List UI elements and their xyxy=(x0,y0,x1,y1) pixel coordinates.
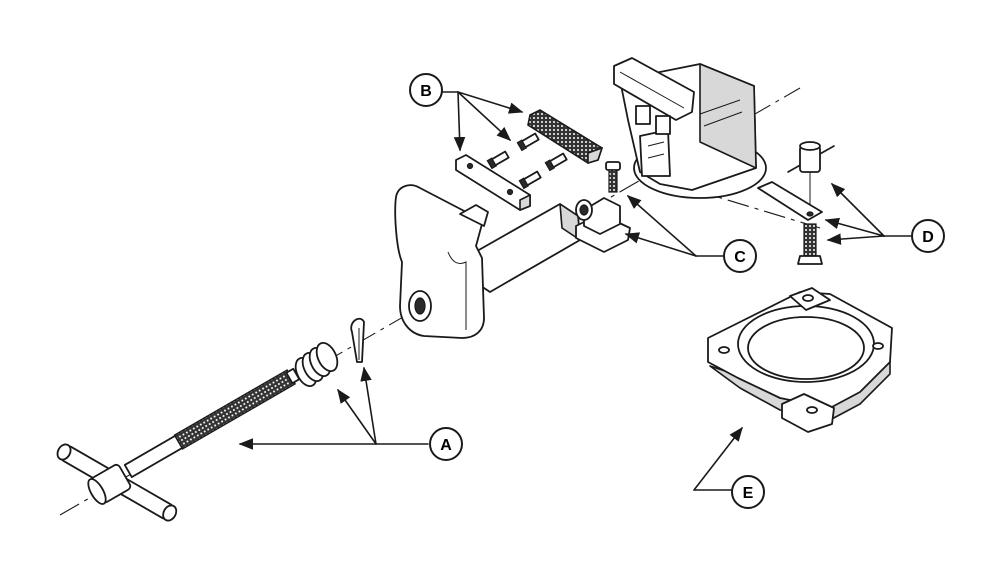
callout-c-label: C xyxy=(734,249,746,266)
nut-part xyxy=(575,197,631,253)
jaw-insert-rear-part xyxy=(527,109,603,164)
lock-handle-part xyxy=(757,141,835,221)
nut-bolt-part xyxy=(605,161,621,193)
leader-lines xyxy=(238,91,913,491)
callout-a: A xyxy=(429,427,463,461)
lock-bolt-part xyxy=(797,223,823,265)
handle-and-screw-part xyxy=(56,367,301,522)
callout-c: C xyxy=(723,239,757,273)
callout-a-label: A xyxy=(440,437,452,454)
callout-b-label: B xyxy=(420,83,432,100)
jaw-insert-front-part xyxy=(455,154,531,211)
callout-b: B xyxy=(409,73,443,107)
rear-body-part xyxy=(613,57,767,199)
front-jaw-part xyxy=(394,184,581,339)
swivel-base-part xyxy=(707,287,893,433)
callout-d-label: D xyxy=(922,229,934,246)
cotter-pin-part xyxy=(350,317,365,363)
spring-part xyxy=(294,341,339,388)
callout-d: D xyxy=(911,219,945,253)
jaw-screws xyxy=(486,132,568,190)
callout-e: E xyxy=(731,475,765,509)
callout-e-label: E xyxy=(743,485,754,502)
